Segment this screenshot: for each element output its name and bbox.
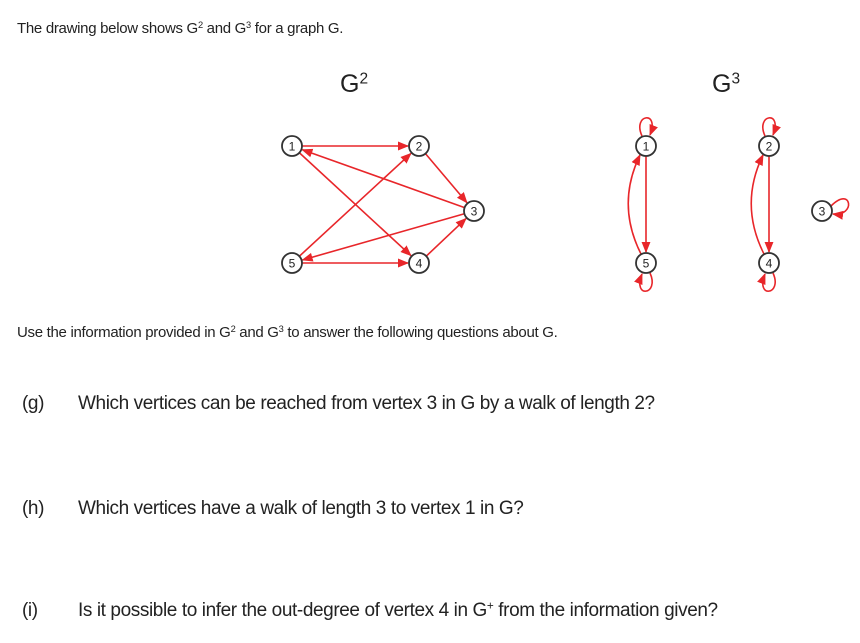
instruction-text: Use the information provided in G2 and G… [17, 323, 558, 341]
node-label: 4 [416, 257, 423, 271]
node-label: 1 [289, 140, 296, 154]
node-3: 3 [463, 200, 485, 222]
node-label: 2 [766, 140, 773, 154]
node-label: 3 [819, 205, 826, 219]
question-h: (h)Which vertices have a walk of length … [22, 498, 524, 519]
node-label: 4 [766, 257, 773, 271]
edge-4-2 [750, 153, 765, 255]
node-label: 2 [416, 140, 423, 154]
intro-text: The drawing below shows G2 and G3 for a … [17, 19, 344, 37]
g2-title: G2 [340, 70, 369, 98]
edge-4-4 [757, 272, 776, 292]
edge-3-5 [301, 212, 465, 262]
question-g: (g)Which vertices can be reached from ve… [22, 393, 655, 414]
node-label: 5 [643, 257, 650, 271]
g2-graph: 1 2 3 4 5 [281, 135, 485, 274]
node-3: 3 [811, 200, 833, 222]
graph-drawings: 1 2 3 4 5 1 2 3 4 5 [281, 117, 850, 292]
question-i: (i)Is it possible to infer the out-degre… [22, 599, 718, 621]
edge-3-3 [830, 198, 850, 220]
node-4: 4 [408, 252, 430, 274]
node-2: 2 [408, 135, 430, 157]
node-1: 1 [635, 135, 657, 157]
node-4: 4 [758, 252, 780, 274]
node-1: 1 [281, 135, 303, 157]
edge-4-3 [425, 217, 467, 257]
g3-title: G3 [712, 70, 741, 98]
edge-5-1 [627, 153, 642, 255]
edge-2-2 [762, 117, 781, 137]
node-label: 1 [643, 140, 650, 154]
edge-5-5 [634, 272, 653, 292]
g3-graph: 1 2 3 4 5 [627, 117, 850, 292]
edge-1-1 [639, 117, 658, 137]
edge-5-2 [298, 152, 412, 257]
node-2: 2 [758, 135, 780, 157]
node-label: 3 [471, 205, 478, 219]
edge-2-3 [424, 153, 468, 204]
node-5: 5 [635, 252, 657, 274]
node-5: 5 [281, 252, 303, 274]
node-label: 5 [289, 257, 296, 271]
